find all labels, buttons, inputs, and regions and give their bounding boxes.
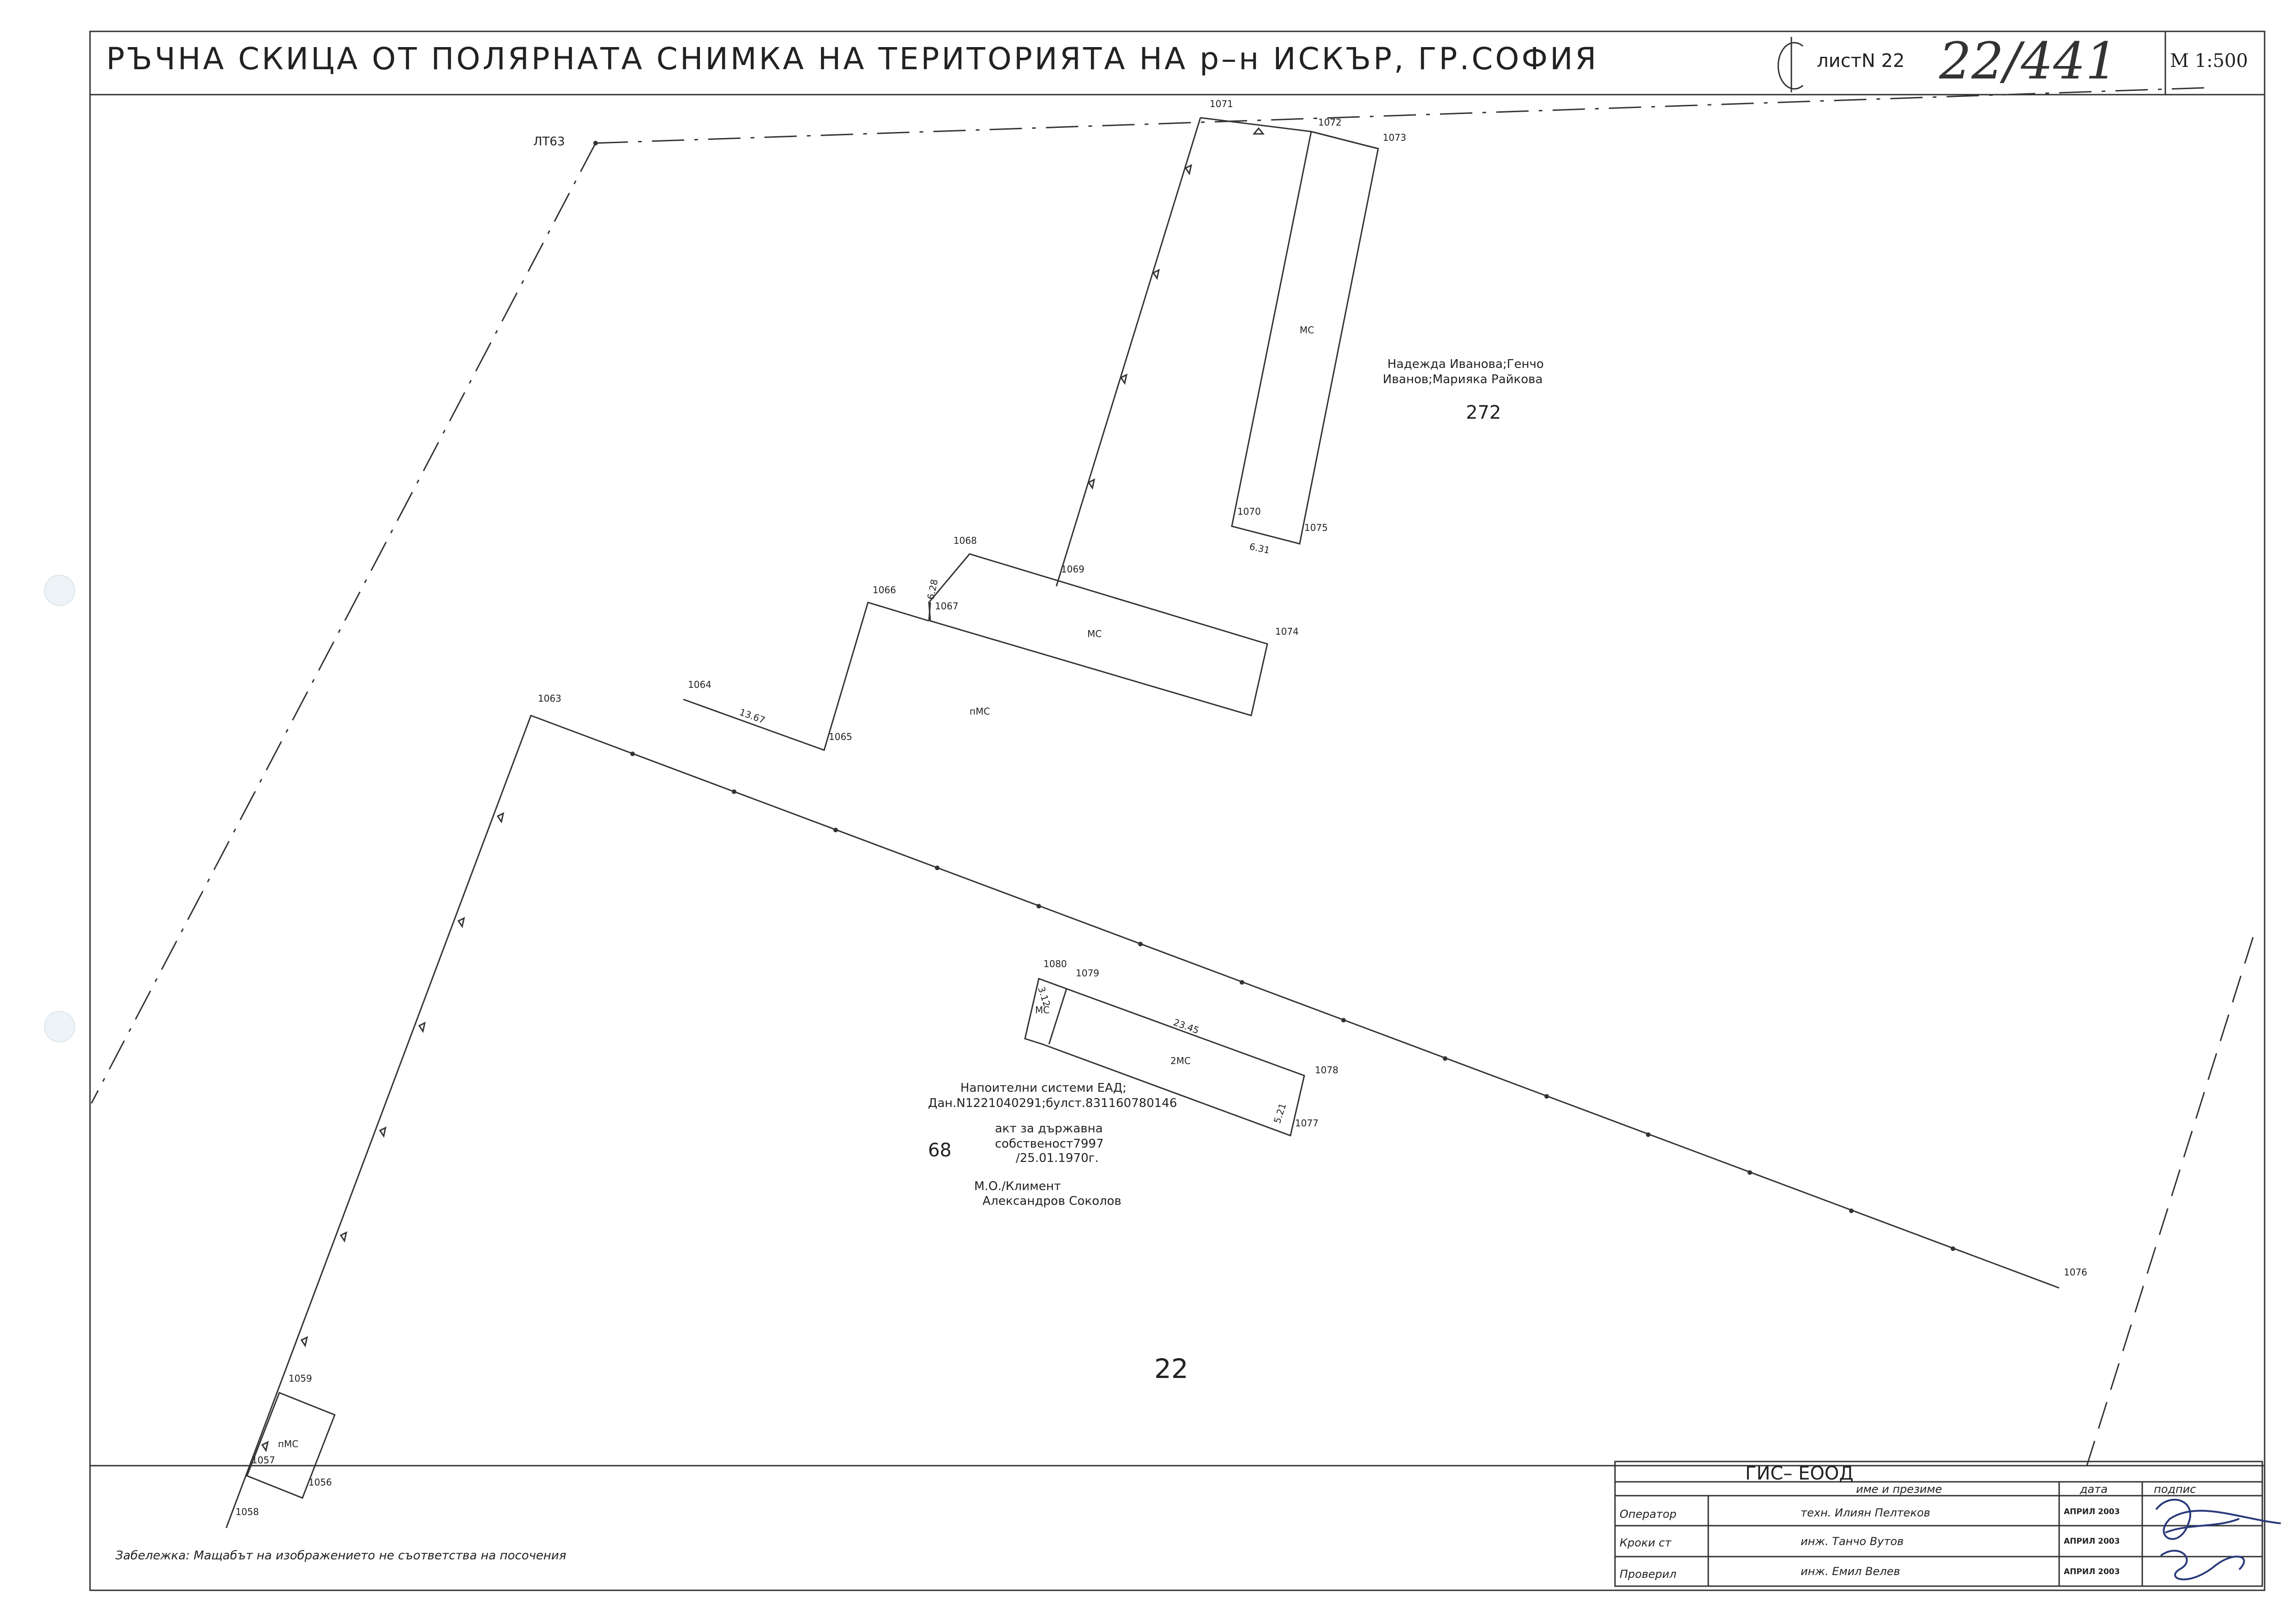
role-label: Оператор	[1620, 1508, 1676, 1521]
company-name: ГИС– ЕООД	[1745, 1463, 1853, 1484]
fence-arrow-marks	[1087, 127, 1265, 490]
parcel-owner-text: Напоителни системи ЕАД;	[960, 1081, 1127, 1095]
point-label: 1075	[1304, 522, 1328, 533]
parcel-owner-text: Александров Соколов	[982, 1194, 1121, 1208]
fence-line-north	[1055, 117, 1201, 587]
person-name: инж. Танчо Вутов	[1801, 1535, 1904, 1548]
building-edge	[1048, 988, 1067, 1045]
person-name: техн. Илиян Пелтеков	[1801, 1506, 1930, 1519]
building-2ms-south	[1024, 978, 1305, 1137]
point-label: 1073	[1383, 132, 1406, 143]
boundary-line-north	[595, 87, 2207, 144]
point-label: 1067	[935, 601, 958, 612]
building-edge	[928, 602, 931, 621]
building-label: пМС	[970, 706, 990, 717]
parcel-22-boundary	[225, 715, 2060, 1528]
point-label: 1057	[252, 1455, 275, 1466]
dimension-label: 6.28	[925, 578, 940, 601]
point-label: 1068	[953, 535, 977, 546]
dimension-label: 5.21	[1272, 1102, 1289, 1125]
column-header: име и презиме	[1856, 1483, 1942, 1496]
gis-logo-icon	[1778, 37, 1803, 92]
point-label: 1065	[829, 731, 852, 742]
point-label: 1079	[1076, 968, 1099, 979]
dimension-label: 13.67	[738, 706, 766, 726]
person-name: инж. Емил Велев	[1801, 1565, 1900, 1578]
map-scale: М 1:500	[2170, 50, 2248, 72]
point-label: 1080	[1043, 958, 1067, 969]
parcel-owner-text: М.О./Климент	[974, 1179, 1061, 1193]
date-value: АПРИЛ 2003	[2064, 1537, 2120, 1546]
building-ms-north	[1231, 131, 1379, 545]
point-label: 1059	[289, 1373, 312, 1384]
sheet-number-label: листN 22	[1817, 50, 1904, 72]
signature-scribble	[2155, 1498, 2281, 1581]
point-label: 1058	[235, 1506, 259, 1517]
survey-point-marker	[593, 141, 598, 145]
punch-hole	[44, 1011, 75, 1042]
title-block	[1614, 1461, 2263, 1587]
dimension-label: 6.31	[1248, 541, 1271, 556]
fence-line-top	[1200, 117, 1379, 150]
point-label: 1056	[308, 1477, 332, 1488]
building-label: 2МС	[1170, 1055, 1191, 1066]
point-label: 1077	[1295, 1118, 1319, 1129]
parcel-number: 272	[1466, 402, 1501, 423]
column-header: подпис	[2154, 1483, 2196, 1496]
building-pms-southwest	[246, 1392, 336, 1499]
footer-note: Забележка: Мащабът на изображението не с…	[115, 1549, 566, 1563]
building-label: МС	[1087, 628, 1102, 639]
building-ms-middle	[928, 553, 1268, 716]
point-label: 1076	[2064, 1267, 2087, 1278]
point-label: 1071	[1210, 98, 1233, 109]
parcel-number: 22	[1154, 1353, 1188, 1384]
date-value: АПРИЛ 2003	[2064, 1567, 2120, 1576]
building-label: пМС	[278, 1438, 298, 1450]
point-label: 1078	[1315, 1065, 1338, 1076]
building-label: МС	[1035, 1004, 1049, 1016]
point-label: 1074	[1275, 626, 1299, 637]
parcel-owner-text: собственост7997	[995, 1137, 1104, 1151]
parcel-number: 68	[928, 1140, 952, 1161]
point-label: 1070	[1237, 506, 1261, 517]
fence-tick-marks	[630, 752, 1955, 1251]
parcel-owner-text: Надежда Иванова;Генчо	[1387, 357, 1544, 371]
point-label: 1066	[873, 584, 896, 595]
parcel-owner-text: Иванов;Марияка Райкова	[1383, 373, 1543, 386]
parcel-owner-text: /25.01.1970г.	[1016, 1151, 1099, 1165]
point-label: ЛТ63	[533, 135, 565, 149]
role-label: Проверил	[1620, 1568, 1676, 1581]
building-label: МС	[1300, 325, 1314, 336]
handwritten-sheet-number: 22/441	[1939, 31, 2118, 90]
point-label: 1063	[538, 693, 561, 704]
fence-arrow-marks	[261, 812, 505, 1452]
date-value: АПРИЛ 2003	[2064, 1507, 2120, 1516]
building-pms-middle-outline	[683, 601, 929, 751]
boundary-line-west	[90, 143, 597, 1104]
boundary-line-east	[2086, 937, 2254, 1466]
point-label: 1069	[1061, 564, 1085, 575]
map-title: РЪЧНА СКИЦА ОТ ПОЛЯРНАТА СНИМКА НА ТЕРИТ…	[106, 41, 1598, 77]
parcel-owner-text: Дан.N1221040291;булст.831160780146	[928, 1096, 1177, 1110]
parcel-owner-text: акт за държавна	[995, 1122, 1103, 1136]
column-header: дата	[2079, 1483, 2108, 1496]
point-label: 1072	[1318, 117, 1342, 128]
point-label: 1064	[688, 679, 711, 690]
sheet-frame	[89, 30, 2266, 1591]
role-label: Кроки ст	[1620, 1536, 1672, 1549]
punch-hole	[44, 575, 75, 606]
